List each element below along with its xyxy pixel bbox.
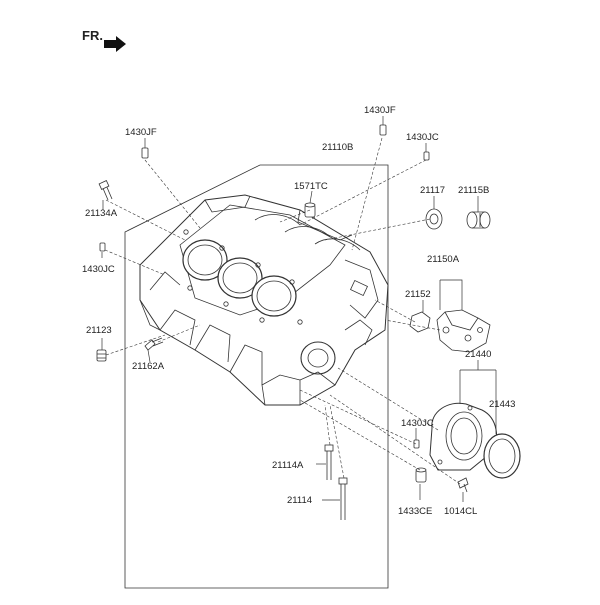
rear-seal-housing-21440 [429, 402, 498, 471]
label-1014cl: 1014CL [444, 506, 477, 517]
label-1430jf-left: 1430JF [125, 127, 157, 138]
label-21123: 21123 [86, 325, 112, 336]
label-21162a: 21162A [132, 361, 165, 372]
washer-21117 [425, 208, 443, 230]
orientation-label: FR. [82, 28, 103, 43]
label-21114a: 21114A [272, 460, 304, 471]
front-arrow-icon [104, 36, 126, 52]
label-21110b: 21110B [322, 142, 353, 153]
label-21443: 21443 [489, 399, 515, 410]
label-21152: 21152 [405, 289, 431, 300]
dowel-pin-1430jf-left [141, 147, 149, 159]
label-21150a: 21150A [427, 254, 460, 265]
label-1430jf-top: 1430JF [364, 105, 396, 116]
cylinder-bore-2 [217, 257, 263, 299]
label-1430jc-left: 1430JC [82, 264, 115, 275]
bolt-21162a [144, 337, 164, 351]
main-bearing-bolt-21114a [324, 444, 334, 480]
label-leader-lines [101, 116, 497, 502]
engine-block [139, 194, 389, 406]
label-21134a: 21134A [85, 208, 118, 219]
label-1571tc: 1571TC [294, 181, 328, 192]
bolt-1014cl [457, 477, 469, 493]
dowel-pin-1430jf-top [379, 124, 387, 136]
label-1433ce: 1433CE [398, 506, 432, 517]
exploded-view-lines [104, 137, 461, 485]
assembly-boundary-box [124, 164, 389, 589]
stud-bolt-21134a [98, 180, 113, 201]
part-labels: 21110B 1430JF 1430JF 1430JC 1430JC 1430J… [82, 105, 515, 517]
drain-plug-21115b [466, 211, 491, 229]
main-bearing-bolt-21114 [338, 477, 348, 520]
label-21440: 21440 [465, 349, 491, 360]
label-1430jc-top: 1430JC [406, 132, 439, 143]
bracket-21150a [436, 309, 491, 353]
cylinder-bore-1 [182, 239, 228, 281]
label-21115b: 21115B [458, 185, 489, 196]
label-21114: 21114 [287, 495, 312, 506]
label-1430jc-bottom: 1430JC [401, 418, 434, 429]
plug-21152 [409, 311, 431, 333]
cylinder-bore-3 [251, 275, 297, 317]
bolt-21123 [96, 349, 107, 362]
pin-1430jc-left [99, 242, 106, 252]
label-21117: 21117 [420, 185, 445, 196]
oil-seal-21443 [483, 433, 521, 479]
pin-1430jc-top [423, 151, 430, 161]
pin-1430jc-bottom [413, 439, 420, 449]
plug-1433ce [415, 467, 427, 483]
